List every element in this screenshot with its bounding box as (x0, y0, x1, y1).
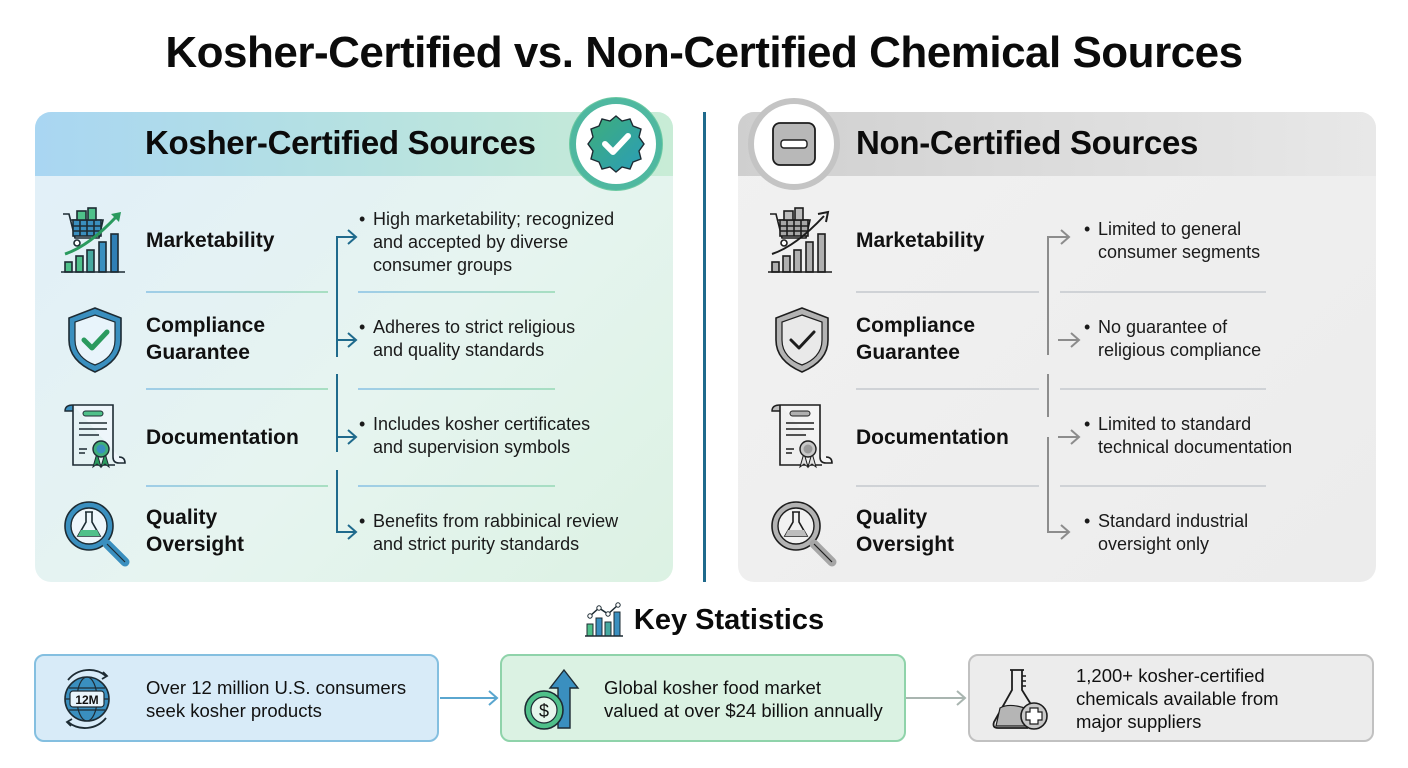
row-separator (146, 291, 328, 293)
noncertified-badge (748, 98, 840, 190)
row-separator (146, 388, 328, 390)
certified-panel-header: Kosher-Certified Sources (35, 112, 673, 176)
verified-check-badge-icon (587, 115, 645, 173)
noncertified-panel: Non-Certified Sources (738, 112, 1376, 582)
row-separator (146, 485, 328, 487)
certificate-scroll-icon (771, 404, 833, 469)
noncertified-row-marketability: Marketability • Limited to general consu… (738, 194, 1376, 291)
shopping-cart-growth-icon (768, 207, 832, 273)
arrow-right-icon (440, 690, 499, 706)
row-description: • Limited to standard technical document… (1084, 414, 1293, 457)
row-label: Quality Oversight (856, 506, 955, 556)
row-label: Compliance Guarantee (146, 314, 266, 364)
row-separator (856, 485, 1039, 487)
stat-text: Over 12 million U.S. consumers seek kosh… (146, 677, 407, 721)
stat-card-consumers: 12M Over 12 million U.S. consumers seek … (34, 654, 439, 742)
certified-panel: Kosher-Certified Sources (35, 112, 673, 582)
row-separator (1060, 291, 1266, 293)
row-description: • High marketability; recognized and acc… (359, 209, 615, 275)
row-separator (358, 291, 555, 293)
page-title: Kosher-Certified vs. Non-Certified Chemi… (165, 28, 1243, 77)
certified-row-quality-oversight: Quality Oversight • Benefits from rabbin… (35, 488, 673, 582)
certificate-scroll-icon (64, 404, 126, 469)
flask-plus-icon (992, 669, 1048, 730)
row-label: Documentation (146, 426, 299, 449)
row-label: Documentation (856, 426, 1009, 449)
shopping-cart-growth-icon (61, 207, 125, 273)
row-description: • No guarantee of religious compliance (1084, 317, 1262, 360)
row-label: Compliance Guarantee (856, 314, 976, 364)
row-description: • Adheres to strict religious and qualit… (359, 317, 576, 360)
stat-text: Global kosher food market valued at over… (604, 677, 883, 721)
minus-square-icon (772, 122, 816, 166)
row-description: • Includes kosher certificates and super… (359, 414, 591, 457)
key-statistics-title: Key Statistics (633, 603, 825, 636)
noncertified-panel-title: Non-Certified Sources (856, 124, 1199, 161)
row-separator (856, 388, 1039, 390)
row-description: • Limited to general consumer segments (1084, 219, 1261, 262)
certified-panel-title: Kosher-Certified Sources (145, 124, 536, 161)
row-label: Marketability (146, 229, 275, 252)
certified-row-marketability: Marketability • High marketability; reco… (35, 194, 673, 291)
row-label: Marketability (856, 229, 985, 252)
center-divider (703, 112, 706, 582)
bar-line-chart-icon (584, 602, 623, 637)
svg-text:$: $ (539, 701, 549, 721)
arrow-right-icon (906, 690, 967, 706)
shield-check-icon (775, 307, 829, 373)
noncertified-panel-header: Non-Certified Sources (738, 112, 1376, 176)
row-separator (1060, 388, 1266, 390)
magnifier-flask-icon (64, 501, 130, 567)
certified-badge (570, 98, 662, 190)
noncertified-row-quality-oversight: Quality Oversight • Standard industrial … (738, 488, 1376, 582)
magnifier-flask-icon (771, 501, 837, 567)
row-separator (358, 485, 555, 487)
key-statistics-heading: Key Statistics (0, 602, 1408, 638)
stat-text: 1,200+ kosher-certified chemicals availa… (1076, 665, 1279, 732)
row-separator (358, 388, 555, 390)
svg-text:12M: 12M (75, 693, 98, 707)
row-description: • Standard industrial oversight only (1084, 511, 1249, 554)
noncertified-row-documentation: Documentation • Limited to standard tech… (738, 391, 1376, 488)
shield-check-icon (68, 307, 122, 373)
globe-12m-icon: 12M (64, 669, 110, 729)
stat-card-market-value: $ Global kosher food market valued at ov… (500, 654, 906, 742)
row-separator (1060, 485, 1266, 487)
row-separator (856, 291, 1039, 293)
certified-connector-lines (336, 229, 358, 540)
stat-card-chemicals: 1,200+ kosher-certified chemicals availa… (968, 654, 1374, 742)
certified-row-compliance: Compliance Guarantee • Adheres to strict… (35, 294, 673, 391)
certified-row-documentation: Documentation • Includes kosher certific… (35, 391, 673, 488)
noncertified-connector-lines (1047, 229, 1081, 540)
dollar-coin-up-arrow-icon: $ (524, 668, 580, 730)
row-label: Quality Oversight (146, 506, 245, 556)
row-description: • Benefits from rabbinical review and st… (359, 511, 619, 554)
noncertified-row-compliance: Compliance Guarantee • No guarantee of r… (738, 294, 1376, 391)
